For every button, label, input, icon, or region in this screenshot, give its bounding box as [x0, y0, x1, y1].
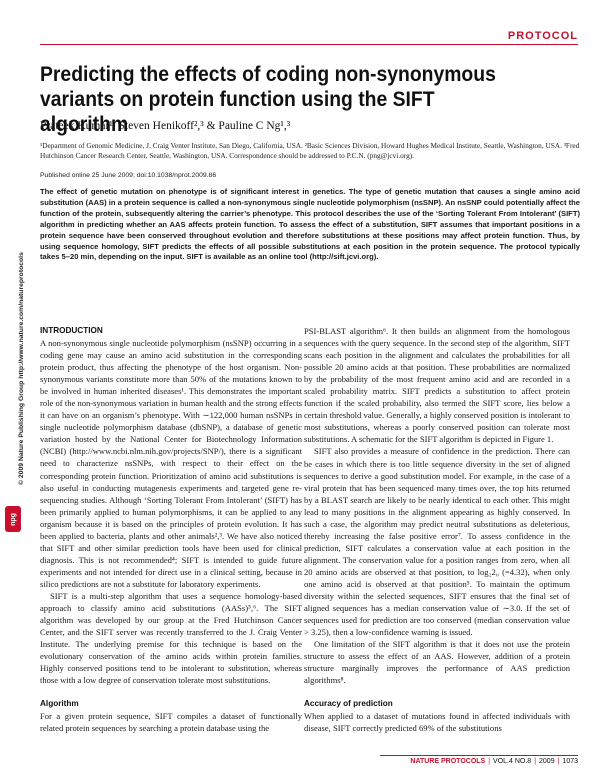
footer-journal: NATURE PROTOCOLS — [410, 758, 486, 765]
left-column: INTRODUCTION A non-synonymous single nuc… — [40, 325, 302, 734]
author-list: Prateek Kumar¹, Steven Henikoff²,³ & Pau… — [40, 120, 291, 132]
footer-volume: VOL.4 NO.8 — [493, 758, 532, 765]
article-title: Predicting the effects of coding non-syn… — [40, 62, 496, 136]
abstract: The effect of genetic mutation on phenot… — [40, 187, 580, 262]
logo-text: npg — [9, 512, 17, 526]
right-paragraph-1: PSI-BLAST algorithm⁶. It then builds an … — [304, 326, 570, 445]
footer-year: 2009 — [539, 758, 555, 765]
accuracy-heading: Accuracy of prediction — [304, 699, 393, 709]
right-column: PSI-BLAST algorithm⁶. It then builds an … — [304, 325, 570, 735]
algorithm-heading: Algorithm — [40, 699, 79, 709]
copyright-text: © 2009 Nature Publishing Group http://ww… — [18, 252, 25, 485]
introduction-heading: INTRODUCTION — [40, 326, 103, 335]
header-rule — [40, 44, 578, 45]
footer-page: 1073 — [562, 758, 578, 765]
algorithm-paragraph-1: For a given protein sequence, SIFT compi… — [40, 711, 302, 734]
publication-info: Published online 25 June 2009; doi:10.10… — [40, 172, 217, 179]
right-paragraph-3: One limitation of the SIFT algorithm is … — [304, 639, 570, 686]
right-paragraph-2: SIFT also provides a measure of confiden… — [304, 446, 570, 638]
intro-paragraph-1: A non-synonymous single nucleotide polym… — [40, 338, 302, 589]
affiliations: ¹Department of Genomic Medicine, J. Crai… — [40, 141, 580, 160]
npg-logo-icon: npg — [5, 506, 21, 532]
accuracy-paragraph-1: When applied to a dataset of mutations f… — [304, 711, 570, 734]
section-tag: PROTOCOL — [507, 30, 578, 42]
intro-paragraph-2: SIFT is a multi-step algorithm that uses… — [40, 590, 302, 686]
footer-rule — [380, 755, 578, 756]
page-footer: NATURE PROTOCOLS|VOL.4 NO.8|2009|1073 — [410, 758, 578, 765]
